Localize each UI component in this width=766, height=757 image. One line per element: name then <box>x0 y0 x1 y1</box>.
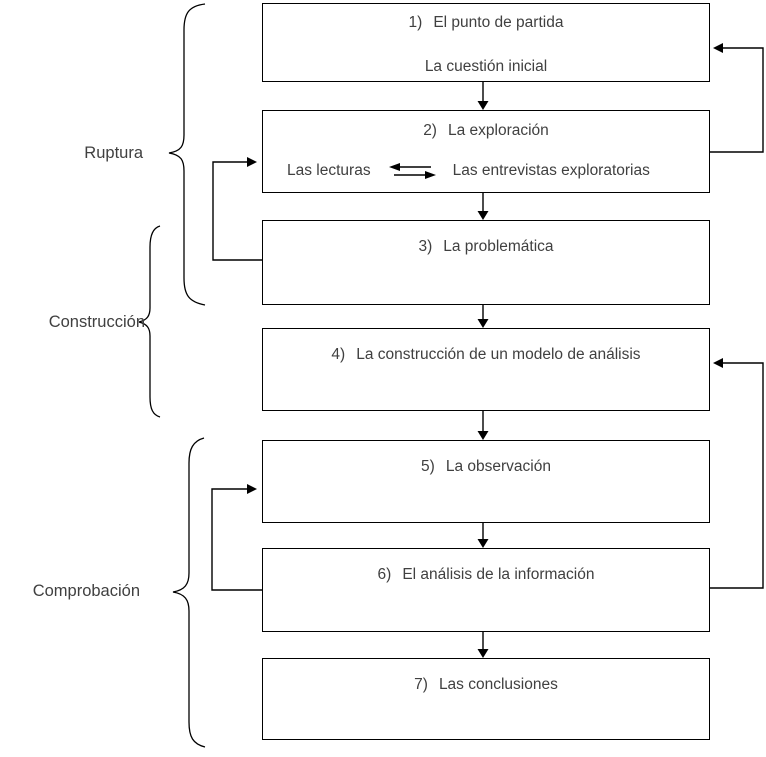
brace-ruptura <box>168 3 206 306</box>
box-3-title-row: 3) La problemática <box>263 221 709 257</box>
brace-construccion <box>138 225 161 418</box>
box-2-sub-right: Las entrevistas exploratorias <box>452 162 650 179</box>
phase-label-comprobacion: Comprobación <box>32 582 140 600</box>
box-5-title: La observación <box>445 458 551 475</box>
box-7-number: 7) <box>414 676 428 693</box>
box-6-title-row: 6) El análisis de la información <box>263 549 709 585</box>
phase-label-construccion: Construcción <box>48 313 145 331</box>
box-1-punto-de-partida: 1) El punto de partida La cuestión inici… <box>262 3 710 82</box>
flow-arrow-box6-box7 <box>477 632 489 658</box>
exchange-arrows-icon <box>388 162 436 179</box>
box-4-modelo-analisis: 4) La construcción de un modelo de análi… <box>262 328 710 411</box>
feedback-arrow-box3-box2 <box>212 157 262 261</box>
box-3-problematica: 3) La problemática <box>262 220 710 305</box>
brace-comprobacion <box>172 437 206 748</box>
flow-arrow-box3-box4 <box>477 305 489 328</box>
box-6-number: 6) <box>377 566 392 583</box>
phase-label-ruptura: Ruptura <box>84 144 143 162</box>
feedback-arrow-box2-box1 <box>710 43 764 153</box>
flow-arrow-box4-box5 <box>477 411 489 440</box>
box-3-title: La problemática <box>443 238 554 255</box>
box-2-number: 2) <box>423 122 437 139</box>
box-5-title-row: 5) La observación <box>263 441 709 477</box>
box-7-title-row: 7) Las conclusiones <box>263 659 709 695</box>
box-2-exploracion: 2) La exploración Las lecturas Las entre… <box>262 110 710 193</box>
box-2-title: La exploración <box>447 122 549 139</box>
box-1-number: 1) <box>408 14 423 31</box>
flow-arrow-box1-box2 <box>477 82 489 110</box>
box-1-subtitle: La cuestión inicial <box>424 58 548 75</box>
box-4-title: La construcción de un modelo de análisis <box>356 346 641 363</box>
box-4-number: 4) <box>331 346 346 363</box>
box-2-title-row: 2) La exploración <box>263 111 709 141</box>
box-6-analisis-informacion: 6) El análisis de la información <box>262 548 710 632</box>
box-7-title: Las conclusiones <box>438 676 558 693</box>
box-6-title: El análisis de la información <box>402 566 595 583</box>
box-1-title: El punto de partida <box>433 14 564 31</box>
box-7-conclusiones: 7) Las conclusiones <box>262 658 710 740</box>
box-2-sub-left: Las lecturas <box>287 162 371 179</box>
feedback-arrow-box6-box4 <box>710 358 764 589</box>
flow-arrow-box2-box3 <box>477 193 489 220</box>
box-5-number: 5) <box>421 458 435 475</box>
box-3-number: 3) <box>418 238 433 255</box>
box-2-sub-row: Las lecturas Las entrevistas exploratori… <box>263 160 709 181</box>
flow-arrow-box5-box6 <box>477 523 489 548</box>
box-1-title-row: 1) El punto de partida <box>263 4 709 33</box>
feedback-arrow-box6-box5 <box>211 484 262 591</box>
box-5-observacion: 5) La observación <box>262 440 710 523</box>
box-4-title-row: 4) La construcción de un modelo de análi… <box>263 329 709 365</box>
